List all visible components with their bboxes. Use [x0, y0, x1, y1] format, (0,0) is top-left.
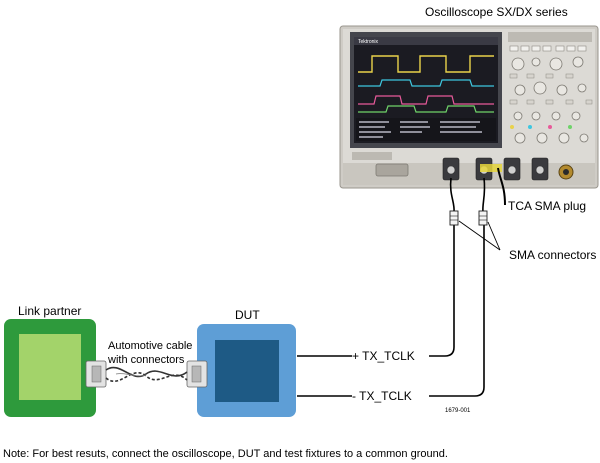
scope-brand: Tektronix — [358, 39, 379, 45]
oscilloscope-label: Oscilloscope SX/DX series — [425, 5, 568, 19]
sma-connectors — [449, 210, 488, 226]
link-partner-label: Link partner — [18, 304, 81, 318]
sma-connectors-label: SMA connectors — [509, 248, 596, 262]
dut-chip — [215, 340, 279, 402]
probe-cables — [297, 177, 486, 397]
automotive-cable — [85, 360, 208, 388]
tx-plus-label: + TX_TCLK — [352, 349, 415, 363]
scope-trace-ch1 — [358, 55, 494, 73]
scope-control-panel — [508, 32, 593, 144]
scope-channel-inputs — [442, 157, 574, 181]
tca-sma-plug-cable — [497, 167, 506, 206]
link-partner-chip — [19, 334, 81, 400]
scope-io-port — [375, 163, 409, 177]
scope-trace-ch2 — [358, 79, 494, 87]
sma-connector-pointers — [458, 220, 501, 251]
cable-label-line2: with connectors — [107, 354, 185, 366]
tca-sma-plug-label: TCA SMA plug — [508, 199, 586, 213]
figure-id: 1679-001 — [445, 408, 471, 414]
oscilloscope: Tektronix — [339, 25, 599, 189]
ground-note: Note: For best resuts, connect the oscil… — [3, 448, 448, 460]
scope-trace-ch3 — [358, 95, 494, 105]
dut-label: DUT — [235, 308, 260, 322]
tx-minus-label: - TX_TCLK — [352, 389, 412, 403]
cable-label-line1: Automotive cable — [108, 340, 192, 352]
scope-trace-ch4 — [358, 105, 494, 113]
